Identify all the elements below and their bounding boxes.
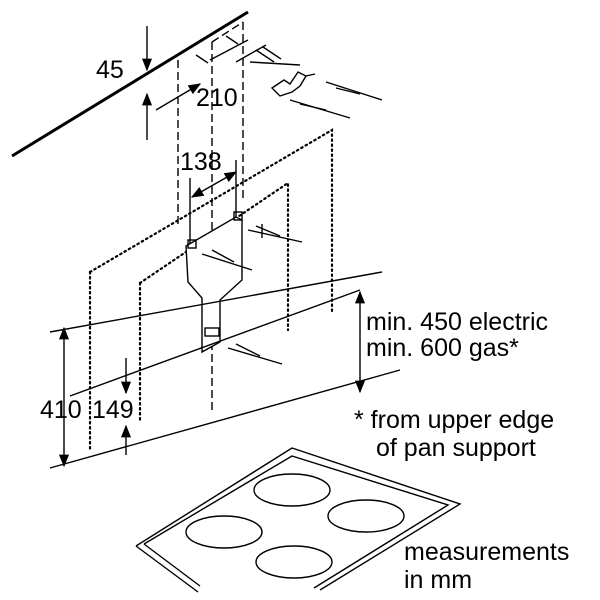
dim-149-label: 149 (92, 396, 134, 424)
hook-top (270, 71, 316, 97)
footnote-line-2: of pan support (376, 434, 536, 462)
hood-outline-outer (88, 128, 334, 452)
burner-back-left (253, 473, 331, 507)
hood-lower-edge (49, 271, 383, 333)
dim-138: 138 (180, 148, 238, 255)
dim-45: 45 (96, 26, 153, 140)
screw-top-3 (289, 99, 351, 119)
dim-410: 410 (40, 326, 82, 468)
chimney-guides (177, 21, 244, 410)
min-electric-label: min. 450 electric (366, 308, 548, 336)
dim-210: 210 (155, 44, 267, 112)
footnote-line-1: * from upper edge (354, 406, 554, 434)
top-fixings (195, 35, 383, 119)
screw-bracket-3 (227, 343, 283, 365)
min-gas-label: min. 600 gas* (366, 334, 519, 362)
dim-149: 149 (92, 358, 134, 455)
burner-back-right (327, 499, 405, 533)
units-line-2: in mm (404, 566, 472, 594)
screw-bracket-1 (247, 224, 303, 243)
ceiling-line (11, 10, 249, 158)
burner-front-left (185, 515, 263, 549)
screw-top-1 (209, 39, 301, 66)
hob (135, 447, 462, 593)
bracket-screws (201, 224, 303, 365)
units-line-1: measurements (404, 538, 569, 566)
dim-45-label: 45 (96, 56, 124, 84)
burner-front-right (255, 545, 333, 579)
dim-138-label: 138 (180, 148, 222, 176)
wall-bracket (185, 211, 243, 354)
dim-410-label: 410 (40, 396, 82, 424)
pan-support-line (49, 369, 401, 469)
hob-back-edge (69, 289, 361, 397)
dim-210-label: 210 (196, 84, 238, 112)
screw-bracket-2 (201, 249, 253, 271)
screw-top-2 (325, 81, 383, 101)
